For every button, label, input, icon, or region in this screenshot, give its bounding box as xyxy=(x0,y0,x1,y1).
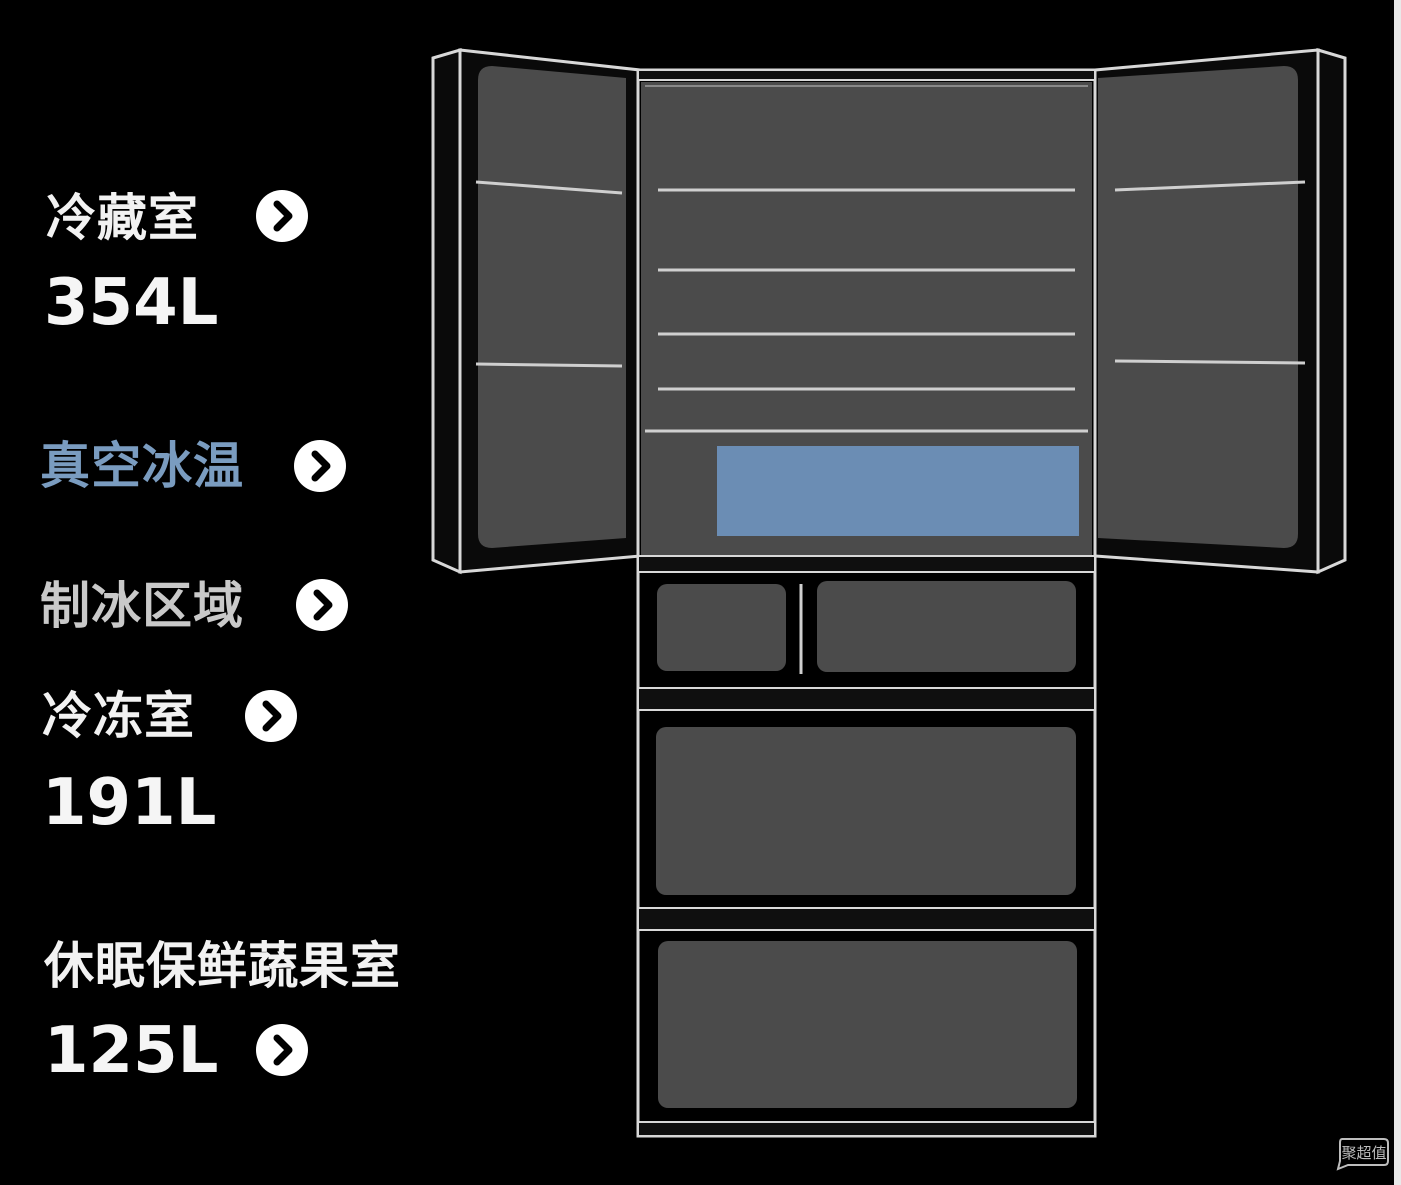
right-door xyxy=(1093,47,1347,575)
vegetable-room-label: 休眠保鲜蔬果室 xyxy=(44,937,401,995)
freezer-label: 冷冻室 xyxy=(42,687,195,745)
ice-zone-label: 制冰区域 xyxy=(40,577,244,635)
vacuum-zone-arrow-icon[interactable] xyxy=(294,440,346,492)
refrigerator-arrow-icon[interactable] xyxy=(256,190,308,242)
vacuum-zone-highlight xyxy=(717,446,1079,536)
fridge-shelves xyxy=(645,188,1088,433)
right-edge-strip xyxy=(1394,0,1401,1185)
refrigerator-label: 冷藏室 xyxy=(46,189,199,247)
watermark-text: 聚超值 xyxy=(1341,1144,1386,1162)
freezer-arrow-icon[interactable] xyxy=(245,690,297,742)
brand-badge-icon: 聚超值 xyxy=(1336,1138,1389,1171)
ice-zone-drawers xyxy=(657,581,1076,674)
ice-zone-arrow-icon[interactable] xyxy=(296,579,348,631)
vegetable-drawer xyxy=(658,941,1077,1108)
left-door xyxy=(431,47,642,575)
refrigerator-volume: 354L xyxy=(44,266,219,340)
vacuum-zone-label: 真空冰温 xyxy=(40,437,244,495)
freezer-volume: 191L xyxy=(42,766,217,840)
vegetable-room-arrow-icon[interactable] xyxy=(256,1024,308,1076)
vegetable-room-volume: 125L xyxy=(44,1014,219,1088)
freezer-drawer xyxy=(656,727,1076,895)
